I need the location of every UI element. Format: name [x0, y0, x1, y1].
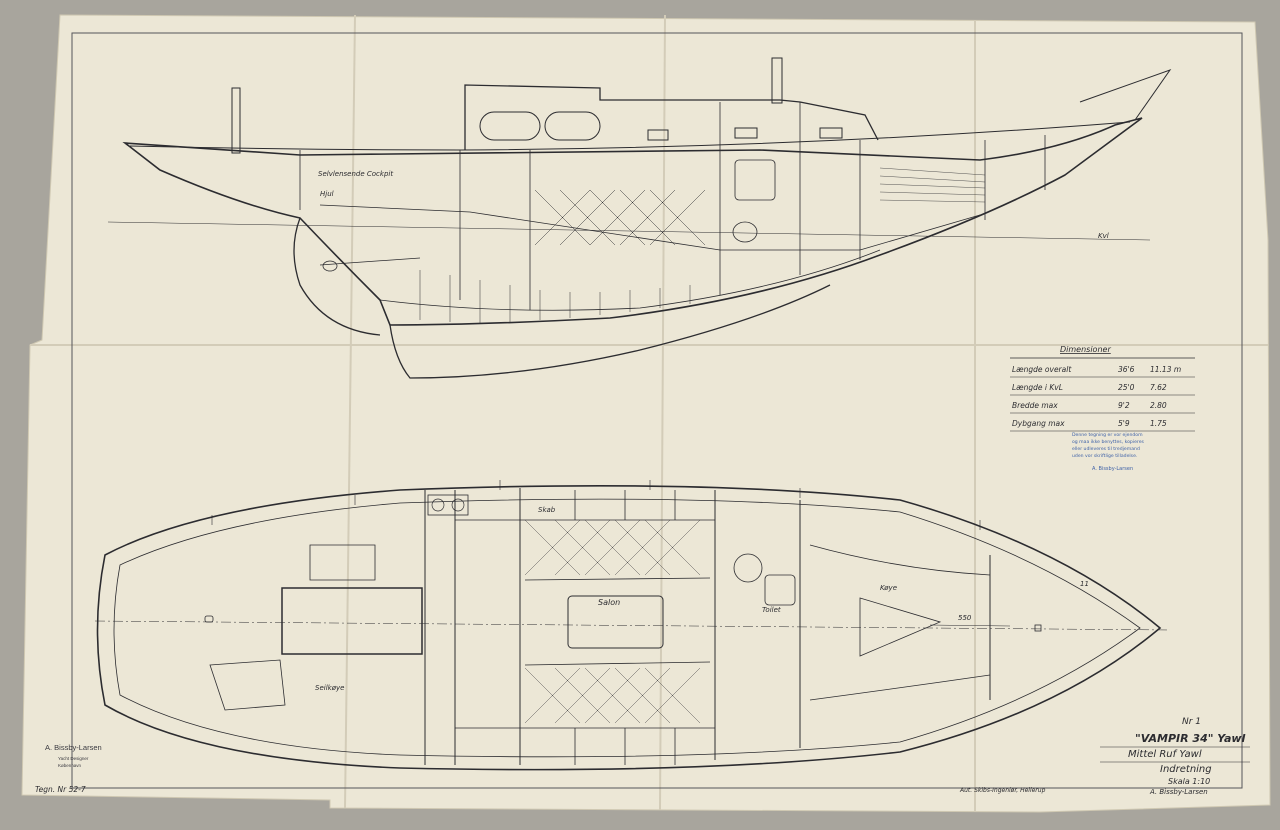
plan-label-lockers: Skab: [538, 506, 556, 514]
plan-lattice: [524, 519, 701, 724]
profile-cabin: [464, 84, 879, 150]
dimensions-row: Længde i KvL 25'0 7.62: [1012, 383, 1167, 392]
maker-line: København: [58, 763, 82, 768]
stamp-signature: A. Bissby-Larsen: [1092, 466, 1133, 472]
drawing-border: [71, 32, 1243, 789]
profile-annotations: Selvlensende Cockpit Hjul Kvl: [318, 170, 1109, 240]
plan-vee-berth: [859, 597, 942, 657]
profile-keel: [389, 284, 831, 379]
title-scale: Skala 1:10: [1168, 777, 1210, 786]
dimensions-table: Dimensioner Længde overalt 36'6 11.13 m …: [1010, 345, 1195, 432]
profile-view: [107, 57, 1172, 379]
dim-m: 11.13 m: [1150, 365, 1181, 374]
maker-line: Yacht Designer: [58, 756, 89, 761]
maker-name: A. Bissby-Larsen: [45, 743, 102, 752]
plan-label-forepeak: Køye: [880, 584, 897, 592]
plan-view: [94, 480, 1171, 771]
dimensions-row: Længde overalt 36'6 11.13 m: [1012, 365, 1181, 374]
profile-label-wheel: Hjul: [320, 190, 334, 198]
title-designer: A. Bissby-Larsen: [1149, 788, 1208, 796]
plan-wc-bowl: [733, 553, 763, 583]
dim-ft: 25'0: [1118, 383, 1135, 392]
plan-label-dimension: 550: [958, 614, 972, 622]
dimensions-row: Bredde max 9'2 2.80: [1012, 401, 1167, 410]
dimensions-title: Dimensioner: [1060, 345, 1111, 354]
stamp-line: og maa ikke benyttes, kopieres: [1072, 439, 1145, 445]
profile-label-cockpit: Selvlensende Cockpit: [318, 170, 393, 178]
plan-annotations: Salon Toilet Seilkøye Skab Køye 550 11: [315, 506, 1089, 692]
profile-forward-lines: [879, 167, 986, 203]
plan-centerline: [94, 620, 1171, 631]
profile-frames: [419, 270, 691, 323]
plan-hull-outline: [96, 484, 1162, 771]
stamp-line: uden vor skriftlige tilladelse.: [1072, 453, 1137, 459]
title-drawing: Indretning: [1160, 764, 1212, 775]
plan-dimension-line: [929, 624, 1011, 627]
profile-label-kval: Kvl: [1098, 232, 1109, 240]
plan-station-11: 11: [1080, 580, 1089, 588]
title-number: Nr 1: [1182, 717, 1201, 727]
title-yacht-name: "VAMPIR 34" Yawl: [1135, 732, 1246, 745]
profile-floor: [319, 204, 981, 251]
plan-label-salon: Salon: [598, 598, 620, 607]
drawing-number: Tegn. Nr 52-7: [35, 785, 86, 794]
profile-keel-inner: [379, 249, 881, 311]
dim-ft: 5'9: [1118, 419, 1130, 428]
dim-m: 2.80: [1150, 401, 1167, 410]
plan-bulkheads: [424, 488, 991, 765]
profile-rudder: [293, 217, 381, 336]
plan-label-wc: Toilet: [762, 606, 781, 614]
dimensions-row: Dybgang max 5'9 1.75: [1012, 419, 1167, 428]
profile-waterline: [107, 221, 1151, 241]
profile-lattice: [534, 189, 706, 246]
plan-label-sail-locker: Seilkøye: [315, 684, 344, 692]
profile-deck-line: [129, 121, 1131, 151]
stamp-line: Denne tegning er vor ejendom: [1072, 432, 1143, 438]
maker-block: A. Bissby-Larsen Yacht Designer Københav…: [35, 743, 1046, 794]
plan-settees: [524, 577, 711, 666]
plan-aft-berths: [209, 544, 376, 711]
title-subtitle: Mittel Ruf Yawl: [1128, 749, 1202, 760]
stamp-line: eller udleveres til tredjemand: [1072, 446, 1140, 452]
dim-label: Længde overalt: [1012, 365, 1072, 374]
dim-m: 1.75: [1150, 419, 1167, 428]
dim-label: Dybgang max: [1012, 419, 1065, 428]
title-block: Nr 1 "VAMPIR 34" Yawl Mittel Ruf Yawl In…: [1100, 717, 1250, 796]
plan-cockpit: [281, 587, 423, 655]
dim-label: Bredde max: [1012, 401, 1058, 410]
dim-label: Længde i KvL: [1012, 383, 1063, 392]
profile-bulkheads: [299, 102, 1046, 310]
plan-salon-table: [567, 595, 664, 649]
main-mast-stub: [771, 57, 783, 104]
paper-sheet: [21, 14, 1271, 813]
dim-ft: 36'6: [1118, 365, 1135, 374]
mizzen-mast-stub: [231, 87, 241, 154]
dim-ft: 9'2: [1118, 401, 1130, 410]
footer-note: Aut. Skibs-Ingeniør, Hellerup: [959, 787, 1046, 794]
dim-m: 7.62: [1150, 383, 1167, 392]
copyright-stamp: Denne tegning er vor ejendom og maa ikke…: [1072, 432, 1145, 472]
fold-lines: [30, 14, 1268, 812]
bow-pulpit: [1079, 69, 1172, 121]
